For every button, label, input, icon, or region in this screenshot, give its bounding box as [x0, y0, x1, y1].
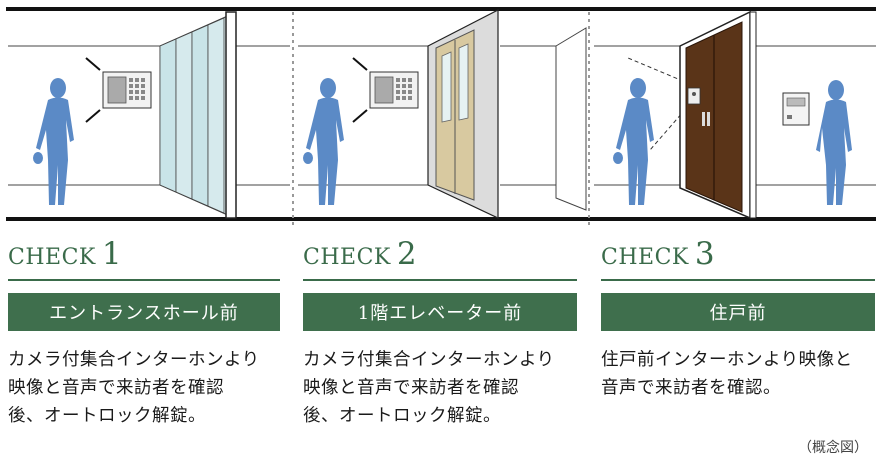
description-line: 映像と音声で来訪者を確認	[8, 378, 224, 398]
panel-1-illustration	[8, 11, 290, 219]
location-label: エントランスホール前	[8, 293, 280, 331]
check-number: 3	[694, 236, 715, 272]
description-line: 後、オートロック解錠。	[8, 406, 206, 426]
elevator-door	[427, 9, 499, 219]
check-rule	[303, 279, 577, 281]
check-description: 住戸前インターホンより映像と 音声で来訪者を確認。	[601, 346, 853, 402]
intercom-panel-icon	[85, 57, 152, 123]
check-rule	[8, 279, 280, 281]
description-line: 音声で来訪者を確認。	[601, 378, 781, 398]
check-number: 2	[396, 236, 417, 272]
panel-2-illustration	[298, 9, 587, 219]
intercom-panel-icon	[352, 57, 419, 123]
visitor-figure	[33, 78, 74, 205]
check-rule	[601, 279, 875, 281]
floor-line	[6, 217, 876, 221]
check-word: CHECK	[8, 245, 96, 270]
unit-entrance-door	[679, 10, 757, 220]
check-description: カメラ付集合インターホンより 映像と音声で来訪者を確認 後、オートロック解錠。	[8, 346, 260, 430]
resident-figure	[816, 80, 852, 205]
check-word: CHECK	[601, 245, 689, 270]
panel-3-illustration	[594, 10, 876, 220]
location-label: 1階エレベーター前	[303, 293, 577, 331]
description-line: 住戸前インターホンより映像と	[601, 350, 853, 370]
description-line: 映像と音声で来訪者を確認	[303, 378, 519, 398]
location-label: 住戸前	[601, 293, 875, 331]
conceptual-diagram-note: （概念図）	[798, 440, 868, 456]
visitor-figure	[613, 78, 654, 205]
check-number: 1	[101, 236, 122, 272]
check-word: CHECK	[303, 245, 391, 270]
description-line: 後、オートロック解錠。	[303, 406, 501, 426]
description-line: カメラ付集合インターホンより	[8, 350, 260, 370]
indoor-monitor-icon	[782, 92, 810, 126]
visitor-figure	[303, 78, 344, 205]
description-line: カメラ付集合インターホンより	[303, 350, 555, 370]
check-description: カメラ付集合インターホンより 映像と音声で来訪者を確認 後、オートロック解錠。	[303, 346, 555, 430]
door-intercom-icon	[687, 87, 701, 105]
glass-auto-door	[159, 11, 237, 219]
top-border	[6, 7, 876, 11]
illustration-strip	[6, 7, 876, 225]
